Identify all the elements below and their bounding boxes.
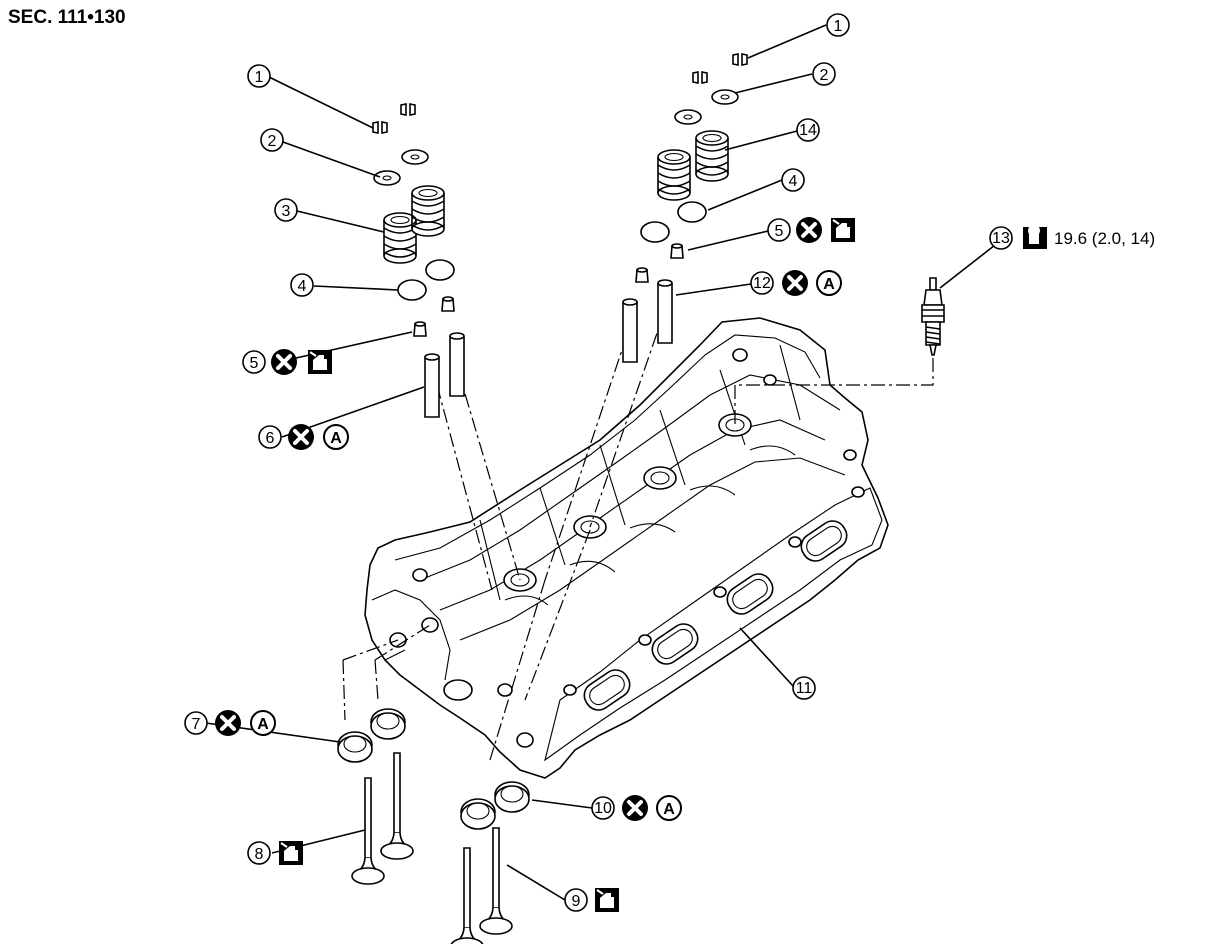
callout-number: 10 <box>594 800 612 817</box>
callout-number: 12 <box>753 275 771 292</box>
a-circle-letter: A <box>823 276 835 293</box>
callout-number: 7 <box>192 716 201 733</box>
a-circle-letter: A <box>257 716 269 733</box>
callout-7: 7 A <box>184 708 276 738</box>
callout-9: 9 <box>564 887 620 913</box>
callout-number: 2 <box>268 133 277 150</box>
cylinder-head <box>364 317 889 779</box>
callout-4-right: 4 <box>781 168 805 192</box>
callout-number: 5 <box>775 223 784 240</box>
apply-oil-icon <box>307 349 333 375</box>
callout-number: 1 <box>834 18 843 35</box>
callout-1-right: 1 <box>826 13 850 37</box>
section-title: SEC. 111•130 <box>8 7 126 28</box>
callout-number: 1 <box>255 69 264 86</box>
callout-12: 12 A <box>750 268 842 298</box>
apply-oil-icon <box>830 217 856 243</box>
do-not-reuse-x-icon <box>780 268 810 298</box>
callout-8: 8 <box>247 840 304 866</box>
do-not-reuse-x-icon <box>620 793 650 823</box>
callout-3: 3 <box>274 198 298 222</box>
callout-number: 6 <box>266 430 275 447</box>
torque-spec: 19.6 (2.0, 14) <box>1054 229 1155 248</box>
callout-6: 6 A <box>258 422 349 452</box>
callout-number: 2 <box>820 67 829 84</box>
callout-number: 11 <box>796 680 813 697</box>
callout-11: 11 <box>792 676 816 700</box>
callout-10: 10 A <box>591 793 682 823</box>
callout-number: 13 <box>992 230 1010 247</box>
callout-1-left: 1 <box>247 64 271 88</box>
a-circle-letter: A <box>330 430 342 447</box>
callout-number: 4 <box>298 278 307 295</box>
do-not-reuse-x-icon <box>269 347 299 377</box>
apply-oil-icon <box>278 840 304 866</box>
callout-13: 13 19.6 (2.0, 14) <box>989 224 1155 250</box>
do-not-reuse-x-icon <box>286 422 316 452</box>
assembly-lines <box>342 309 934 761</box>
callout-5-right: 5 <box>767 215 856 245</box>
a-circle-letter: A <box>663 801 675 818</box>
callout-number: 9 <box>572 893 581 910</box>
torque-wrench-icon <box>1023 224 1047 249</box>
do-not-reuse-x-icon <box>213 708 243 738</box>
callout-14: 14 <box>796 118 820 142</box>
spark-plug <box>921 277 945 356</box>
callout-number: 3 <box>282 203 291 220</box>
callout-2-right: 2 <box>812 62 836 86</box>
callout-4-left: 4 <box>290 273 314 297</box>
callout-number: 8 <box>255 846 264 863</box>
callout-number: 14 <box>799 122 817 139</box>
callout-number: 4 <box>789 173 798 190</box>
do-not-reuse-x-icon <box>794 215 824 245</box>
callout-5-left: 5 <box>242 347 333 377</box>
left-valve-stack <box>337 103 465 885</box>
callout-2-left: 2 <box>260 128 284 152</box>
callout-number: 5 <box>250 355 259 372</box>
apply-oil-icon <box>594 887 620 913</box>
